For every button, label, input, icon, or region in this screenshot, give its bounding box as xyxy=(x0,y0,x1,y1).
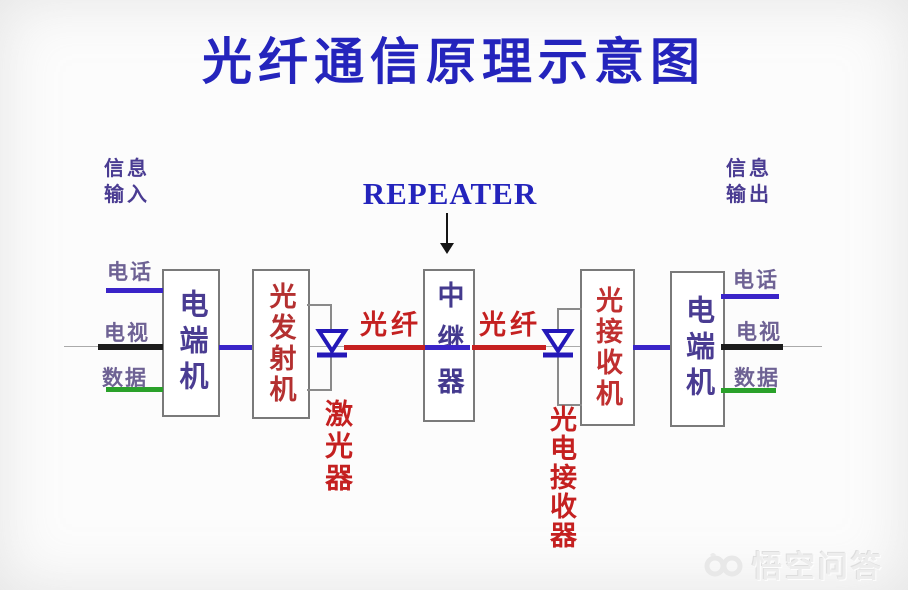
laser-annotation: 激光器 xyxy=(321,399,352,495)
phone-line-left xyxy=(106,288,163,293)
phone-line-right xyxy=(721,294,779,299)
box-optical-receiver-label: 光接收机 xyxy=(592,285,622,410)
fiber-label-left: 光纤 xyxy=(360,310,422,340)
photodiode-icon xyxy=(541,329,575,358)
tv-line-right xyxy=(721,344,783,350)
channel-label-phone-right: 电话 xyxy=(733,268,779,292)
data-line-right xyxy=(721,388,776,393)
repeater-arrow-stem xyxy=(446,213,448,244)
connector-inside-repeater xyxy=(425,345,470,350)
info-input-label: 信息 输入 xyxy=(104,156,150,208)
channel-label-data-right: 数据 xyxy=(734,366,780,390)
wukong-logo-icon xyxy=(704,553,743,577)
info-output-label: 信息 输出 xyxy=(726,156,772,208)
fiber-label-right: 光纤 xyxy=(479,310,541,340)
connector-receiver-to-terminal xyxy=(633,345,670,350)
fiber-line-right xyxy=(472,345,546,350)
box-optical-transmitter-label: 光发射机 xyxy=(265,282,296,406)
watermark: 悟空问答 xyxy=(704,542,884,586)
info-input-line1: 信息 xyxy=(104,158,150,180)
channel-label-tv-right: 电视 xyxy=(736,320,782,344)
connector-terminal-to-transmitter xyxy=(219,345,252,350)
repeater-arrow-head-icon xyxy=(440,243,454,254)
info-output-line1: 信息 xyxy=(726,158,772,180)
page-title: 光纤通信原理示意图 xyxy=(202,34,706,90)
box-optical-receiver: 光接收机 xyxy=(580,269,635,426)
photodetector-annotation: 光电接收器 xyxy=(546,405,576,550)
box-electrical-terminal-right: 电端机 xyxy=(670,271,725,427)
box-optical-transmitter: 光发射机 xyxy=(252,269,310,419)
data-line-left xyxy=(106,387,163,392)
info-output-line2: 输出 xyxy=(726,184,772,206)
watermark-text: 悟空问答 xyxy=(752,551,884,584)
box-electrical-terminal-left: 电端机 xyxy=(162,269,220,417)
info-input-line2: 输入 xyxy=(104,184,150,206)
box-electrical-terminal-left-label: 电端机 xyxy=(175,289,207,397)
repeater-callout-label: REPEATER xyxy=(362,176,538,211)
laser-diode-icon xyxy=(315,329,349,358)
channel-label-data-left: 数据 xyxy=(102,366,148,390)
channel-label-phone-left: 电话 xyxy=(107,260,153,284)
channel-label-tv-left: 电视 xyxy=(104,321,150,345)
fiber-line-left xyxy=(344,345,426,350)
box-electrical-terminal-right-label: 电端机 xyxy=(681,295,714,403)
tv-line-left xyxy=(98,344,163,350)
